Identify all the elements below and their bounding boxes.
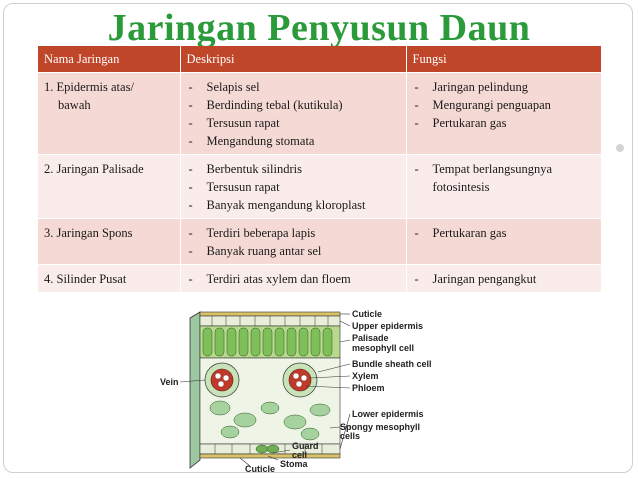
leaf-tissue-table: Nama Jaringan Deskripsi Fungsi 1. Epider… [38, 46, 602, 292]
cuticle-layer [199, 311, 341, 317]
description-item: Banyak ruang antar sel [187, 242, 400, 260]
function-item: Jaringan pengangkut [413, 270, 595, 288]
description-item: Terdiri atas xylem dan floem [187, 270, 400, 288]
description-cell: Selapis sel Berdinding tebal (kutikula) … [180, 72, 407, 155]
description-cell: Terdiri beberapa lapis Banyak ruang anta… [180, 218, 407, 265]
block-side-face [189, 311, 201, 469]
tissue-name: 1. Epidermis atas/ [44, 80, 134, 94]
frame-dot-decoration [616, 144, 624, 152]
description-item: Banyak mengandung kloroplast [187, 196, 400, 214]
leaf-cross-section-illustration: Cuticle Upper epidermis Palisade mesophy… [160, 309, 432, 473]
label-spongy: Spongy mesophyll [340, 422, 420, 432]
vascular-bundle [282, 362, 318, 398]
tissue-name: 3. Jaringan Spons [44, 226, 133, 240]
function-item: Pertukaran gas [413, 224, 595, 242]
label-lower-epidermis: Lower epidermis [352, 409, 424, 419]
function-item: Tempat berlangsungnya fotosintesis [413, 160, 595, 196]
label-guard: Guard [292, 441, 319, 451]
description-cell: Berbentuk silindris Tersusun rapat Banya… [180, 154, 407, 219]
tissue-name-cell: 2. Jaringan Palisade [38, 154, 181, 219]
label-upper-epidermis: Upper epidermis [352, 321, 423, 331]
function-item: Mengurangi penguapan [413, 96, 595, 114]
description-item: Mengandung stomata [187, 132, 400, 150]
palisade-mesophyll-cells [199, 325, 341, 359]
label-palisade: Palisade [352, 333, 389, 343]
description-item: Tersusun rapat [187, 178, 400, 196]
tissue-name-cell: 1. Epidermis atas/ bawah [38, 72, 181, 155]
label-xylem: Xylem [352, 371, 379, 381]
label-spongy-cells: cells [340, 431, 360, 441]
tissue-name-cont: bawah [58, 98, 91, 112]
label-cuticle: Cuticle [352, 309, 382, 319]
description-item: Berdinding tebal (kutikula) [187, 96, 400, 114]
label-guard-cell: cell [292, 450, 307, 460]
header-nama-jaringan: Nama Jaringan [38, 46, 181, 73]
tissue-name: 2. Jaringan Palisade [44, 162, 144, 176]
label-palisade-cell: mesophyll cell [352, 343, 414, 353]
leader-lines [179, 313, 351, 467]
function-cell: Tempat berlangsungnya fotosintesis [406, 154, 602, 219]
label-bundle-sheath: Bundle sheath cell [352, 359, 432, 369]
header-deskripsi: Deskripsi [180, 46, 407, 73]
tissue-name: 4. Silinder Pusat [44, 272, 127, 286]
description-item: Berbentuk silindris [187, 160, 400, 178]
label-stoma: Stoma [280, 459, 309, 469]
function-item: Pertukaran gas [413, 114, 595, 132]
header-fungsi: Fungsi [406, 46, 602, 73]
table-row: 1. Epidermis atas/ bawah Selapis sel Ber… [38, 72, 602, 155]
description-item: Terdiri beberapa lapis [187, 224, 400, 242]
slide-title: Jaringan Penyusun Daun [107, 7, 531, 49]
label-cuticle-bottom: Cuticle [245, 464, 275, 473]
label-phloem: Phloem [352, 383, 385, 393]
table-row: 2. Jaringan Palisade Berbentuk silindris… [38, 154, 602, 219]
function-cell: Jaringan pengangkut [406, 264, 602, 292]
label-vein: Vein [160, 377, 179, 387]
function-cell: Jaringan pelindung Mengurangi penguapan … [406, 72, 602, 155]
description-item: Tersusun rapat [187, 114, 400, 132]
cuticle-layer-bottom [199, 453, 341, 459]
description-cell: Terdiri atas xylem dan floem [180, 264, 407, 292]
table-row: 3. Jaringan Spons Terdiri beberapa lapis… [38, 218, 602, 265]
description-item: Selapis sel [187, 78, 400, 96]
tissue-name-cell: 3. Jaringan Spons [38, 218, 181, 265]
vascular-bundle [204, 362, 240, 398]
table-row: 4. Silinder Pusat Terdiri atas xylem dan… [38, 264, 602, 292]
function-cell: Pertukaran gas [406, 218, 602, 265]
tissue-name-cell: 4. Silinder Pusat [38, 264, 181, 292]
leaf-cross-section-diagram: Cuticle Upper epidermis Palisade mesophy… [160, 308, 460, 473]
function-item: Jaringan pelindung [413, 78, 595, 96]
table-header-row: Nama Jaringan Deskripsi Fungsi [38, 46, 602, 73]
upper-epidermis-cells [199, 315, 341, 327]
guard-cells [255, 444, 280, 454]
spongy-mesophyll-cells [199, 357, 341, 445]
